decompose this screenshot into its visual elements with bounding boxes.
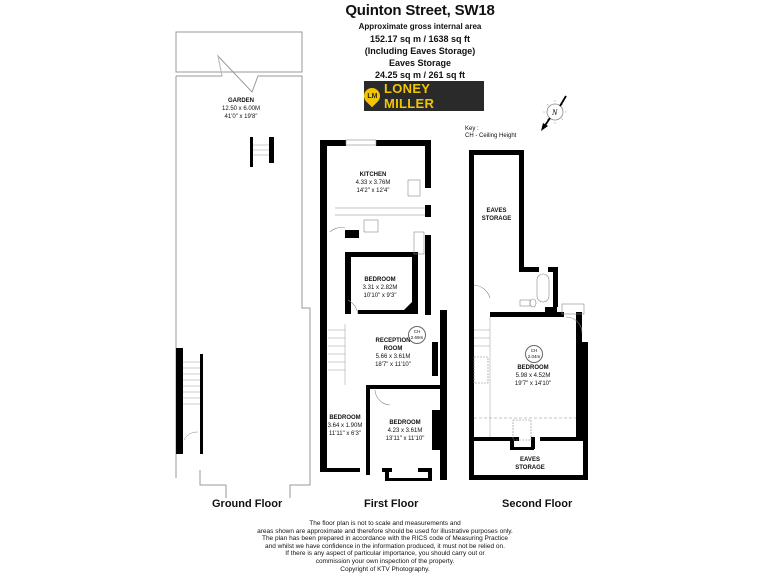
area-note: (Including Eaves Storage) [364, 46, 476, 56]
room-garden: GARDEN 12.50 x 6.00M 41'0" x 19'8" [221, 98, 261, 120]
area-caption: Approximate gross internal area [358, 22, 482, 31]
floor-label-ground: Ground Floor [212, 498, 283, 510]
agency-logo: LM LONEY MILLER [360, 81, 484, 111]
room-bedroom-first-front: BEDROOM 3.31 x 2.82M 10'10" x 9'3" [362, 277, 398, 299]
eaves-caption: Eaves Storage [388, 58, 452, 68]
room-bedroom-second: BEDROOM 5.98 x 4.52M 19'7" x 14'10" [514, 365, 552, 387]
total-area: 152.17 sq m / 1638 sq ft [369, 34, 471, 44]
floor-label-second: Second Floor [502, 498, 573, 510]
ceiling-height-badge: CH 2.04m [525, 345, 543, 363]
room-bedroom-small: BEDROOM 3.64 x 1.90M 11'11" x 6'3" [327, 415, 363, 437]
compass-icon: N [541, 95, 567, 131]
ceiling-height-badge: CH 2.69m [408, 326, 426, 344]
room-eaves-storage-upper: EAVES STORAGE [481, 208, 512, 222]
eaves-area: 24.25 sq m / 261 sq ft [374, 70, 466, 80]
legend-key: Key : CH - Ceiling Height [465, 126, 517, 139]
room-bedroom-rear: BEDROOM 4.23 x 3.61M 13'11" x 11'10" [385, 420, 425, 442]
agency-name: LONEY MILLER [383, 81, 435, 111]
room-reception: RECEPTION ROOM 5.66 x 3.61M 18'7" x 11'1… [375, 338, 411, 368]
property-title: Quinton Street, SW18 [345, 2, 495, 19]
room-kitchen: KITCHEN 4.33 x 3.76M 14'2" x 12'4" [355, 172, 391, 194]
room-eaves-storage-lower: EAVES STORAGE [515, 457, 545, 471]
disclaimer-text: The floor plan is not to scale and measu… [257, 520, 513, 573]
floor-label-first: First Floor [364, 498, 419, 510]
svg-text:N: N [551, 108, 558, 117]
